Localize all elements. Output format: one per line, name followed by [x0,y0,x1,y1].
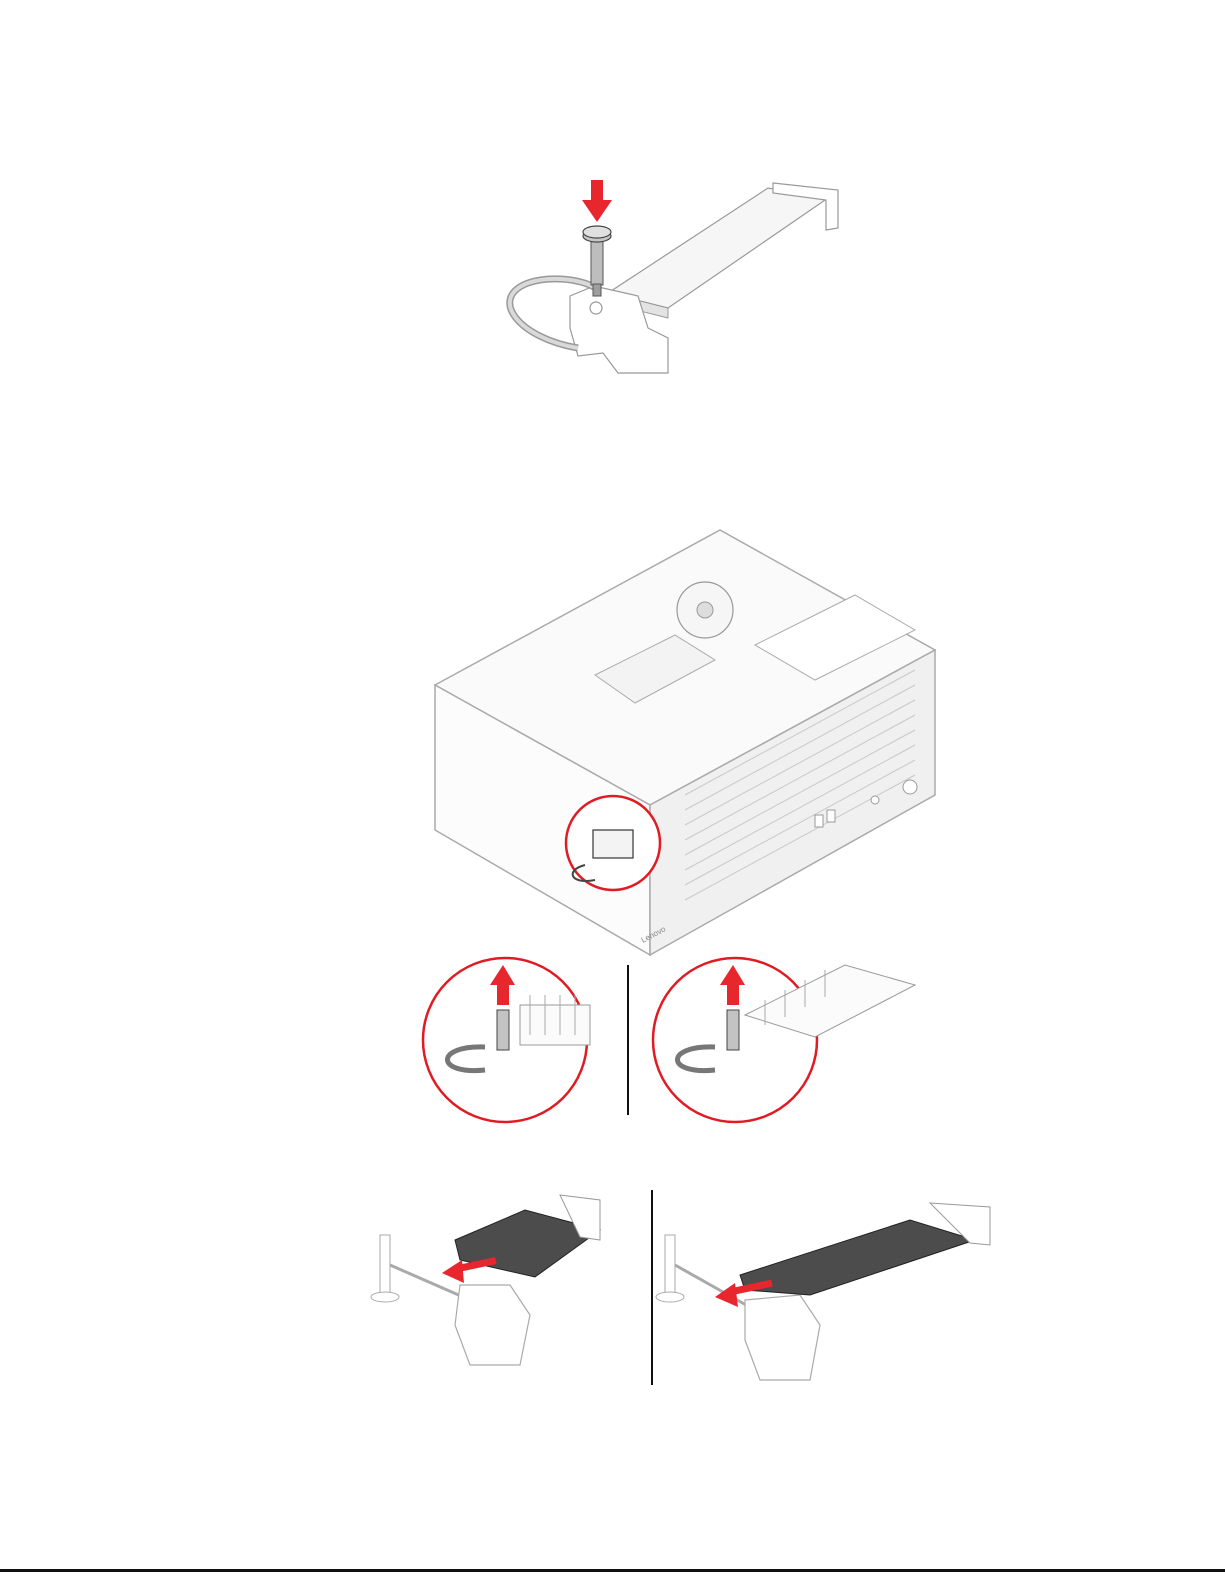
press-down-arrow-icon [582,180,612,222]
lift-retainer-illustration [415,955,950,1125]
figure-slide-heatsink [360,1185,995,1390]
m2-ssd-illustration [498,178,843,378]
page-footer-rule [0,1569,1225,1572]
chassis-illustration: Lenovo [415,525,950,965]
figure-remove-retainer [415,955,950,1125]
figure-install-retainer [498,178,843,378]
figure-computer-chassis: Lenovo [415,525,950,965]
slide-heatsink-illustration [360,1185,995,1390]
